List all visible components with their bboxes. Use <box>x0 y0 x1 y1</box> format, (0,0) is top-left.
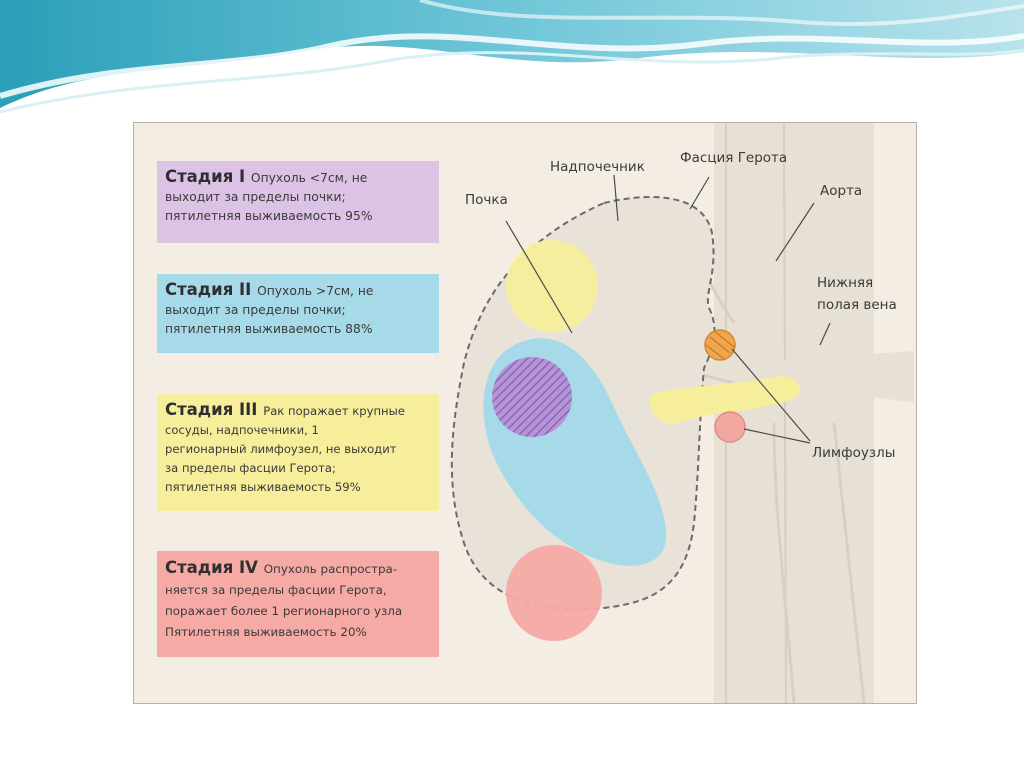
stage-3-text-line: регионарный лимфоузел, не выходит <box>165 442 397 456</box>
adrenal-tumor-stage3 <box>506 240 598 332</box>
label-kidney: Почка <box>465 192 508 208</box>
stage-1-box: Стадия I Опухоль <7см, не выходит за пре… <box>157 161 439 243</box>
stage-2-text-line: выходит за пределы почки; <box>165 303 346 317</box>
stage-4-text-line: Пятилетняя выживаемость 20% <box>165 625 367 639</box>
label-gerota-fascia: Фасция Герота <box>680 150 788 166</box>
stage-2-text-line: пятилетняя выживаемость 88% <box>165 322 373 336</box>
label-aorta: Аорта <box>820 183 863 199</box>
stage-3-title: Стадия III <box>165 400 264 419</box>
stage-2-text-line: Опухоль >7см, не <box>257 284 374 298</box>
diagram-frame: Стадия I Опухоль <7см, не выходит за пре… <box>133 122 917 704</box>
renal-vein-tumor-stage3 <box>649 376 800 425</box>
stage-3-text-line: Рак поражает крупные <box>263 404 405 418</box>
stage-2-box: Стадия II Опухоль >7см, не выходит за пр… <box>157 274 439 353</box>
leader-lines <box>505 174 831 444</box>
header-wave-decoration <box>0 0 1024 114</box>
tumor-stage4 <box>506 545 602 641</box>
kidney-anatomy-illustration <box>450 123 914 703</box>
stage-3-box: Стадия III Рак поражает крупные сосуды, … <box>157 394 439 511</box>
lymph-node-pink <box>714 411 746 443</box>
stage-1-text-line: выходит за пределы почки; <box>165 190 346 204</box>
stage-1-text-line: пятилетняя выживаемость 95% <box>165 209 373 223</box>
tumor-stage1 <box>492 357 572 437</box>
stage-4-text-line: Опухоль распростра- <box>263 562 398 576</box>
stage-3-text-line: за пределы фасции Герота; <box>165 461 336 475</box>
stage-1-text-line: Опухоль <7см, не <box>250 171 368 185</box>
label-ivc-line2: полая вена <box>817 297 897 313</box>
label-adrenal: Надпочечник <box>550 159 645 175</box>
stage-4-text-line: поражает более 1 регионарного узла <box>165 604 403 618</box>
stage-3-text-line: пятилетняя выживаемость 59% <box>165 480 361 494</box>
stage-2-title: Стадия II <box>165 280 258 299</box>
stage-3-text-line: сосуды, надпочечники, 1 <box>165 423 319 437</box>
stage-1-title: Стадия I <box>165 167 251 186</box>
stage-4-title: Стадия IV <box>165 558 264 577</box>
label-lymph-nodes: Лимфоузлы <box>812 445 896 461</box>
stage-4-text-line: няется за пределы фасции Герота, <box>165 583 387 597</box>
label-ivc-line1: Нижняя <box>817 275 874 291</box>
stage-4-box: Стадия IV Опухоль распростра- няется за … <box>157 551 439 657</box>
